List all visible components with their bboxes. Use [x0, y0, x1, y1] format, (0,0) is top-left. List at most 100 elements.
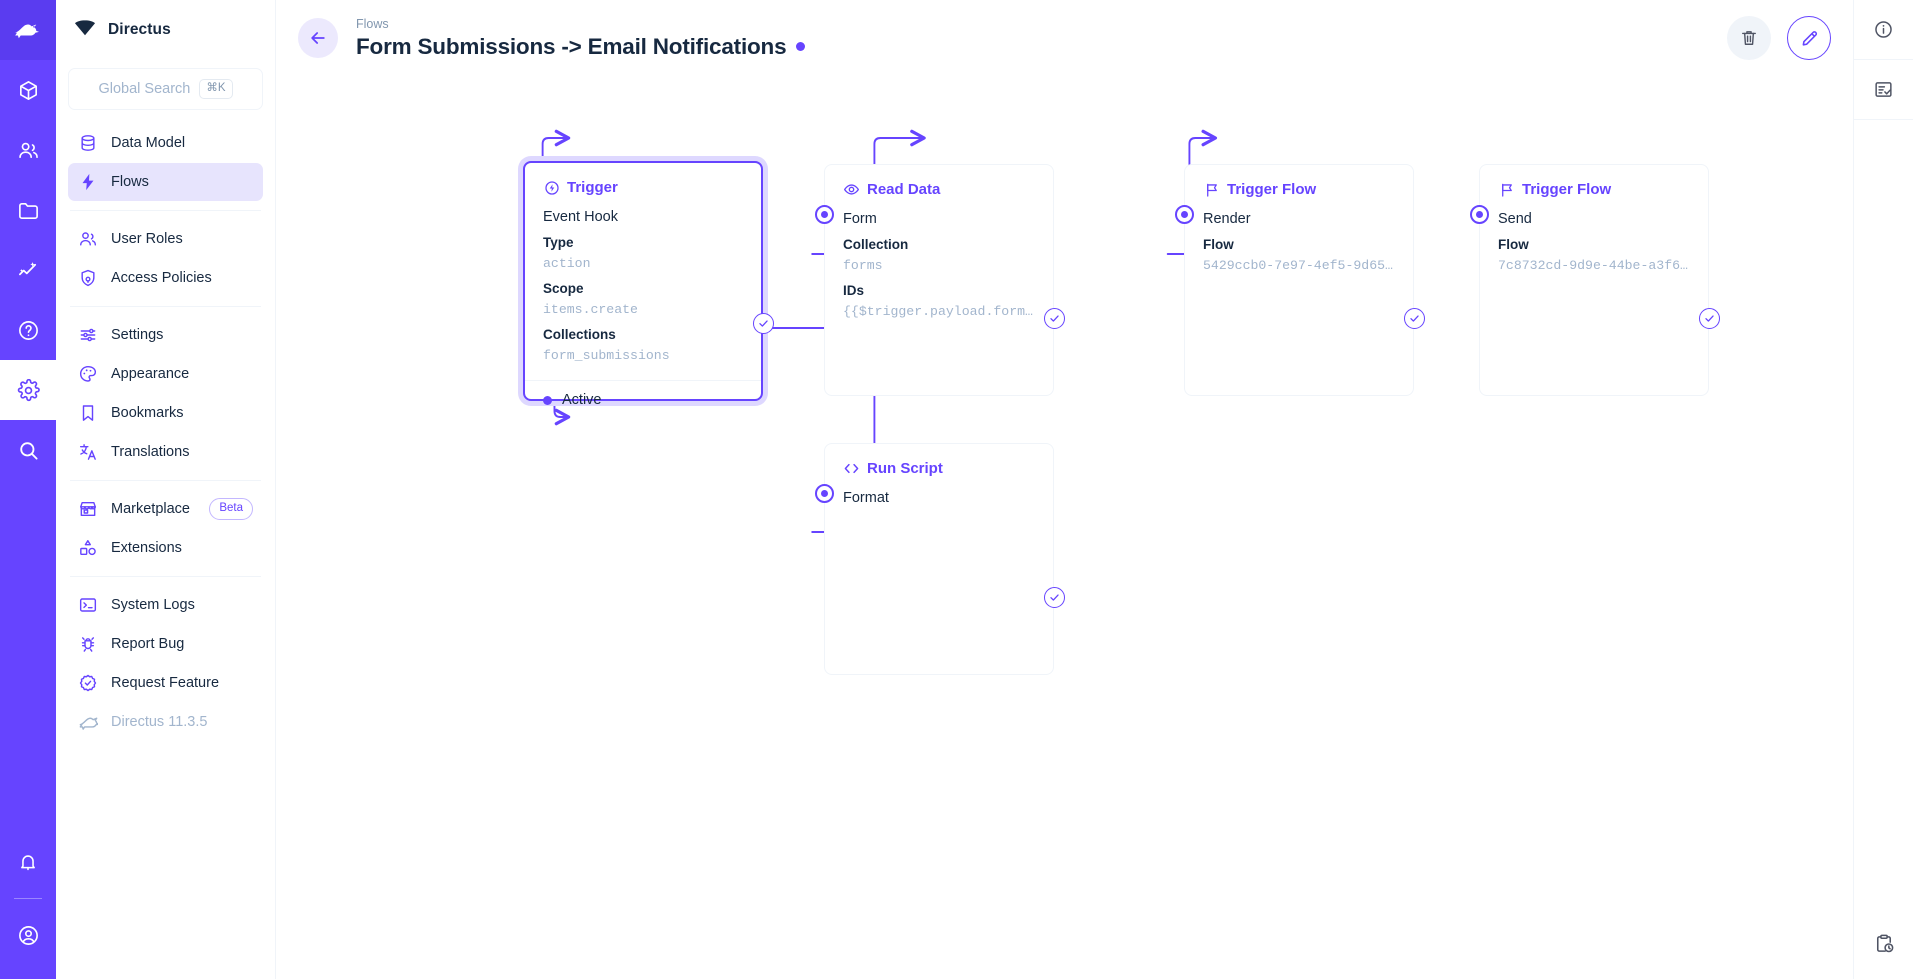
activity-history-button[interactable] — [1854, 909, 1913, 979]
node-field-value: {{$trigger.payload.form}} — [843, 303, 1035, 319]
extensions-shapes-icon — [78, 538, 98, 558]
sidebar-item-bookmarks[interactable]: Bookmarks — [68, 394, 263, 432]
node-body: Format — [825, 488, 1053, 526]
node-input-port-trigger-flow-send[interactable] — [1470, 205, 1489, 224]
node-field-key: Collections — [543, 327, 616, 343]
sidebar-divider — [70, 210, 261, 211]
node-field-value: items.create — [543, 301, 638, 317]
sidebar-item-request-feature[interactable]: Request Feature — [68, 664, 263, 702]
node-field-key: Scope — [543, 281, 584, 297]
node-header: Run Script — [825, 444, 1053, 488]
sidebar-item-user-roles[interactable]: User Roles — [68, 220, 263, 258]
sidebar-item-system-logs[interactable]: System Logs — [68, 586, 263, 624]
back-button[interactable] — [298, 18, 338, 58]
sidebar-item-data-model[interactable]: Data Model — [68, 124, 263, 162]
node-resolve-port-trigger[interactable] — [753, 313, 774, 334]
sidebar-item-translations[interactable]: Translations — [68, 433, 263, 471]
sidebar-item-directus-11-3-5: Directus 11.3.5 — [68, 703, 263, 741]
node-input-port-run-script[interactable] — [815, 484, 834, 503]
help-question-icon[interactable] — [0, 300, 56, 360]
sidebar-item-flows[interactable]: Flows — [68, 163, 263, 201]
content-box-icon[interactable] — [0, 60, 56, 120]
node-field-key: IDs — [843, 283, 865, 299]
translate-icon — [78, 442, 98, 462]
storefront-icon — [78, 499, 98, 519]
edit-flow-button[interactable] — [1787, 16, 1831, 60]
node-input-port-trigger-flow-render[interactable] — [1175, 205, 1194, 224]
search-input[interactable]: Global Search ⌘K — [68, 68, 263, 110]
node-header-label: Read Data — [867, 181, 941, 198]
page-header: Flows Form Submissions -> Email Notifica… — [276, 0, 1853, 76]
node-resolve-port-read-data[interactable] — [1044, 308, 1065, 329]
sidebar-item-settings[interactable]: Settings — [68, 316, 263, 354]
node-header-label: Trigger Flow — [1227, 181, 1317, 198]
node-header: Trigger Flow — [1185, 165, 1413, 209]
flow-info-button[interactable] — [1853, 0, 1913, 60]
node-resolve-port-trigger-flow-render[interactable] — [1404, 308, 1425, 329]
sidebar-item-report-bug[interactable]: Report Bug — [68, 625, 263, 663]
node-status: Active — [525, 380, 761, 419]
flag-icon — [1498, 181, 1515, 198]
node-subtitle: Render — [1203, 211, 1251, 227]
sidebar-item-label: Data Model — [111, 135, 186, 151]
node-input-port-read-data[interactable] — [815, 205, 834, 224]
right-sidebar-rail — [1853, 0, 1913, 979]
sidebar-item-label: Settings — [111, 327, 164, 343]
sidebar-divider — [70, 306, 261, 307]
badge-check-icon — [78, 673, 98, 693]
directus-logo-rabbit-icon[interactable] — [0, 0, 56, 60]
sidebar-item-label: Marketplace — [111, 501, 190, 517]
bug-icon — [78, 634, 98, 654]
sidebar-item-label: Flows — [111, 174, 149, 190]
sliders-icon — [78, 325, 98, 345]
users-icon[interactable] — [0, 120, 56, 180]
sidebar-item-label: Report Bug — [111, 636, 185, 652]
sidebar-item-extensions[interactable]: Extensions — [68, 529, 263, 567]
breadcrumb[interactable]: Flows — [356, 17, 389, 32]
directus-diamond-logo-icon — [74, 19, 96, 41]
node-header-label: Trigger — [567, 179, 618, 196]
node-header-label: Run Script — [867, 460, 943, 477]
search-icon[interactable] — [0, 420, 56, 480]
sidebar-item-label: Directus 11.3.5 — [111, 714, 208, 730]
sidebar-item-access-policies[interactable]: Access Policies — [68, 259, 263, 297]
node-resolve-port-trigger-flow-send[interactable] — [1699, 308, 1720, 329]
sidebar-item-marketplace[interactable]: Marketplace Beta — [68, 490, 263, 528]
account-avatar-icon[interactable] — [0, 905, 56, 965]
notifications-bell-icon[interactable] — [0, 832, 56, 892]
node-status-label: Active — [562, 392, 602, 409]
sidebar-brand-title: Directus — [108, 21, 171, 38]
sidebar-header: Directus — [68, 0, 263, 60]
module-rail — [0, 0, 56, 979]
bookmark-icon — [78, 403, 98, 423]
node-header: Trigger Flow — [1480, 165, 1708, 209]
search-placeholder: Global Search — [98, 81, 191, 97]
flow-logs-button[interactable] — [1853, 60, 1913, 120]
insights-chart-icon[interactable] — [0, 240, 56, 300]
sidebar-divider — [70, 480, 261, 481]
node-resolve-port-run-script[interactable] — [1044, 587, 1065, 608]
directus-rabbit-icon — [78, 712, 98, 732]
delete-flow-button[interactable] — [1727, 16, 1771, 60]
sidebar-item-appearance[interactable]: Appearance — [68, 355, 263, 393]
node-field-value: forms — [843, 257, 883, 273]
node-header-label: Trigger Flow — [1522, 181, 1612, 198]
sidebar-item-label: Translations — [111, 444, 190, 460]
node-body: RenderFlow5429ccb0-7e97-4ef5-9d65-2b… — [1185, 209, 1413, 290]
page-title: Form Submissions -> Email Notifications — [356, 33, 787, 59]
module-rail-icons — [0, 60, 56, 480]
node-field-key: Flow — [1498, 237, 1529, 253]
settings-gear-icon[interactable] — [0, 360, 56, 420]
sidebar-item-badge: Beta — [209, 498, 253, 520]
node-subtitle: Form — [843, 211, 877, 227]
node-field-key: Type — [543, 235, 574, 251]
files-folder-icon[interactable] — [0, 180, 56, 240]
